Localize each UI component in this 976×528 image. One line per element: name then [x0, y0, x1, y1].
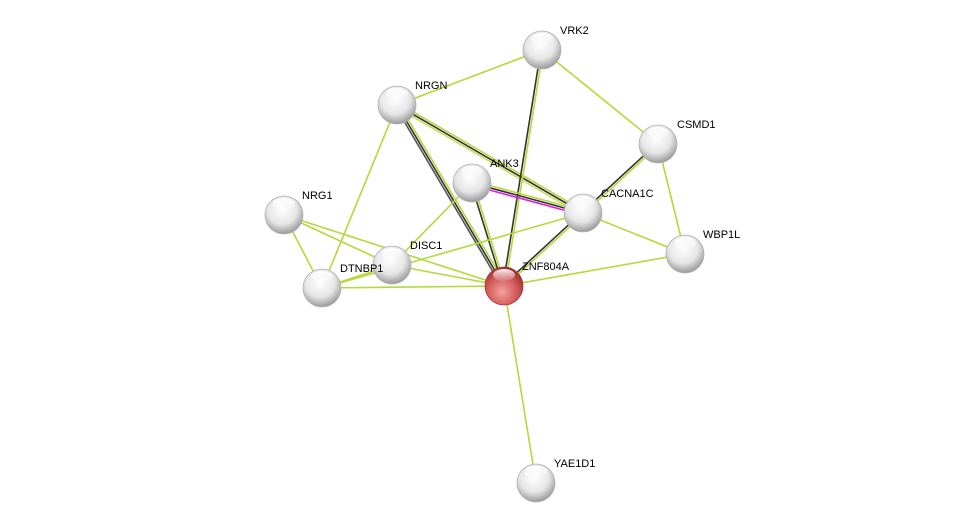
node-highlight — [531, 33, 553, 45]
edge-nrgn-cacna1c-textmining[interactable] — [397, 102, 585, 212]
node-highlight — [525, 466, 547, 478]
node-highlight — [493, 269, 515, 281]
node-label: ZNF804A — [522, 261, 570, 273]
edge-nrgn-znf804a-coexpression[interactable] — [396, 104, 505, 287]
node-yae1d1[interactable]: YAE1D1 — [516, 458, 595, 503]
edge-vrk2-znf804a-textmining[interactable] — [504, 50, 544, 287]
edge-nrgn-znf804a-coexpression2[interactable] — [394, 105, 503, 288]
node-ank3[interactable]: ANK3 — [452, 158, 519, 203]
node-highlight — [311, 271, 333, 283]
node-wbp1l[interactable]: WBP1L — [665, 229, 740, 274]
node-highlight — [273, 198, 295, 210]
edge-znf804a-yae1d1-textmining[interactable] — [503, 285, 537, 484]
node-label: ANK3 — [490, 158, 519, 170]
node-label: DTNBP1 — [340, 263, 383, 275]
node-label: YAE1D1 — [554, 458, 595, 470]
edge-wbp1l-znf804a-textmining[interactable] — [503, 253, 686, 287]
node-vrk2[interactable]: VRK2 — [522, 25, 589, 70]
node-csmd1[interactable]: CSMD1 — [638, 119, 716, 164]
edge-dtnbp1-znf804a-textmining[interactable] — [321, 285, 505, 289]
node-label: WBP1L — [703, 229, 740, 241]
node-highlight — [647, 127, 669, 139]
node-label: VRK2 — [560, 25, 589, 37]
edge-vrk2-znf804a-coexpression[interactable] — [502, 49, 542, 286]
node-znf804a[interactable]: ZNF804A — [484, 261, 570, 306]
node-label: NRGN — [415, 80, 447, 92]
edge-nrg1-disc1-textmining[interactable] — [283, 214, 393, 266]
edge-nrgn-vrk2-textmining[interactable] — [396, 49, 543, 106]
node-nrgn[interactable]: NRGN — [377, 80, 447, 125]
node-label: DISC1 — [410, 240, 442, 252]
node-label: NRG1 — [302, 190, 333, 202]
node-dtnbp1[interactable]: DTNBP1 — [302, 263, 383, 308]
edge-nrgn-znf804a-textmining[interactable] — [398, 103, 507, 286]
edge-vrk2-csmd1-textmining[interactable] — [541, 49, 659, 145]
node-label: CACNA1C — [601, 188, 654, 200]
node-highlight — [674, 237, 696, 249]
node-highlight — [381, 248, 403, 260]
edge-cacna1c-dtnbp1-textmining[interactable] — [321, 212, 584, 289]
edge-nrgn-dtnbp1-textmining[interactable] — [321, 104, 398, 289]
edge-nrgn-cacna1c-coexpression[interactable] — [396, 104, 584, 214]
node-highlight — [461, 166, 483, 178]
node-cacna1c[interactable]: CACNA1C — [563, 188, 654, 233]
node-highlight — [386, 88, 408, 100]
edge-nrgn-cacna1c-textmining2[interactable] — [395, 106, 583, 216]
node-nrg1[interactable]: NRG1 — [264, 190, 333, 235]
node-highlight — [572, 196, 594, 208]
node-label: CSMD1 — [677, 119, 716, 131]
node-disc1[interactable]: DISC1 — [372, 240, 442, 285]
